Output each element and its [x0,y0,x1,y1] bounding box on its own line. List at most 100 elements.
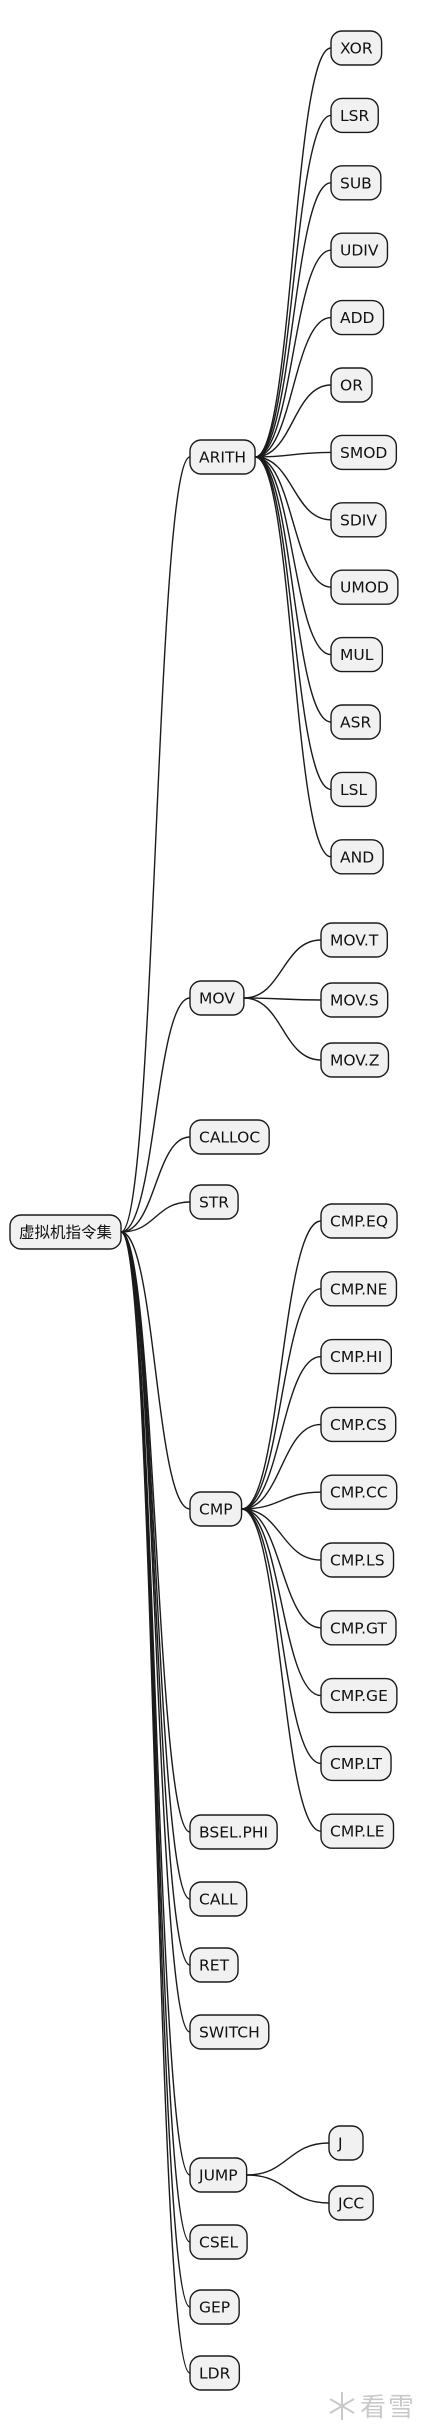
edge-4-to-7 [241,1508,322,1697]
branch-node-mov-label: MOV [199,990,235,1008]
leaf-node-sdiv-box [330,502,387,538]
branch-node-cmp-label: CMP [199,1501,233,1519]
edge-root-to-10 [120,1231,191,2243]
leaf-node-lsr-label: LSR [340,107,369,125]
edge-4-to-8 [241,1508,322,1765]
edge-0-to-0 [254,47,332,458]
leaf-node-sdiv-label: SDIV [340,511,377,529]
leaf-node-mov-z-label: MOV.Z [330,1052,379,1070]
edge-0-to-8 [255,456,332,588]
branch-node-bsel-phi-label: BSEL.PHI [199,1824,268,1842]
leaf-node-cmp-eq-box [320,1203,398,1239]
leaf-node-cmp-lt: CMP.LT [320,1745,392,1782]
branch-node-gep: GEP [189,2289,240,2325]
edge-0-to-7 [255,456,332,521]
branch-node-call-box [189,1881,248,1917]
leaf-node-cmp-ge-box [320,1677,398,1714]
edge-root-to-1 [120,997,191,1233]
leaf-node-jcc: JCC [328,2185,374,2221]
branch-node-str-box [189,1184,239,1220]
leaf-node-lsl-box [330,771,377,808]
leaf-node-xor: XOR [330,30,383,66]
leaf-node-sub-box [330,165,382,201]
leaf-node-asr-label: ASR [340,714,371,732]
edge-root-to-0 [120,456,191,1233]
leaf-node-j-label: J [337,2135,343,2153]
leaf-node-asr: ASR [330,704,381,740]
leaf-node-jcc-label: JCC [337,2195,364,2213]
leaf-node-umod: UMOD [330,569,399,605]
branch-node-ret: RET [189,1947,239,1983]
leaf-node-cmp-hi: CMP.HI [320,1338,392,1375]
leaf-node-cmp-ge: CMP.GE [320,1677,398,1714]
mindmap-nodes: 虚拟机指令集ARITHXORLSRSUBUDIVADDORSMODSDIVUMO… [9,30,399,2391]
leaf-node-mov-z-box [320,1042,390,1078]
leaf-node-cmp-cs-box [320,1406,397,1443]
leaf-node-sub: SUB [330,165,382,201]
edge-root-to-2 [120,1136,191,1233]
leaf-node-mul: MUL [330,636,384,673]
leaf-node-smod: SMOD [330,434,398,471]
leaf-node-and: AND [330,839,384,875]
leaf-node-add-label: ADD [340,309,375,327]
mindmap-edges [120,47,332,2374]
edge-4-to-2 [241,1355,322,1510]
branch-node-ldr: LDR [189,2355,241,2391]
leaf-node-udiv-label: UDIV [340,242,379,260]
snowflake-icon [329,2392,355,2420]
leaf-node-xor-box [330,30,383,66]
branch-node-arith: ARITH [189,439,256,475]
leaf-node-cmp-ls-box [320,1542,395,1578]
branch-node-ret-label: RET [199,1957,230,1975]
leaf-node-lsl: LSL [330,771,377,808]
leaf-node-sub-label: SUB [340,174,372,192]
leaf-node-cmp-lt-label: CMP.LT [330,1755,383,1773]
branch-node-bsel-phi: BSEL.PHI [189,1814,278,1850]
edge-root-to-3 [121,1201,191,1233]
leaf-node-or-box [330,367,373,403]
watermark: 看雪 [329,2392,416,2423]
edge-0-to-2 [254,182,332,458]
watermark-label: 看雪 [360,2393,416,2423]
branch-node-switch-box [189,2014,270,2050]
edge-0-to-4 [255,316,332,458]
leaf-node-cmp-cc-label: CMP.CC [330,1484,388,1502]
branch-node-switch-label: SWITCH [199,2024,260,2042]
edge-0-to-1 [254,114,332,458]
edge-4-to-0 [241,1220,322,1510]
leaf-node-cmp-eq: CMP.EQ [320,1203,398,1239]
branch-node-cmp: CMP [189,1491,243,1527]
edge-0-to-9 [254,456,332,656]
leaf-node-cmp-eq-label: CMP.EQ [330,1213,388,1231]
leaf-node-cmp-le: CMP.LE [320,1813,395,1849]
leaf-node-smod-box [330,434,398,471]
leaf-node-cmp-gt: CMP.GT [320,1610,397,1646]
leaf-node-cmp-ne: CMP.NE [320,1271,398,1307]
leaf-node-cmp-gt-box [320,1610,397,1646]
edge-0-to-10 [254,456,332,723]
leaf-node-cmp-cs: CMP.CS [320,1406,397,1443]
edge-0-to-6 [255,451,332,458]
leaf-node-cmp-ne-label: CMP.NE [330,1280,387,1298]
leaf-node-mov-z: MOV.Z [320,1042,390,1078]
root-node-label: 虚拟机指令集 [19,1224,112,1242]
leaf-node-and-label: AND [340,848,374,866]
leaf-node-cmp-gt-label: CMP.GT [330,1619,388,1637]
leaf-node-umod-label: UMOD [340,579,389,597]
leaf-node-mov-s: MOV.S [320,982,389,1018]
leaf-node-lsr-box [330,97,379,134]
branch-node-arith-label: ARITH [199,449,246,467]
edge-4-to-5 [241,1508,322,1561]
leaf-node-cmp-ls: CMP.LS [320,1542,395,1578]
leaf-node-udiv: UDIV [330,232,389,268]
leaf-node-and-box [330,839,384,875]
leaf-node-cmp-le-box [320,1813,395,1849]
leaf-node-lsl-label: LSL [340,781,367,799]
branch-node-csel-box [189,2224,248,2260]
leaf-node-mul-label: MUL [340,646,374,664]
branch-node-mov: MOV [189,980,245,1016]
branch-node-gep-box [189,2289,240,2325]
leaf-node-mov-s-label: MOV.S [330,992,379,1010]
edge-root-to-7 [120,1231,191,1966]
